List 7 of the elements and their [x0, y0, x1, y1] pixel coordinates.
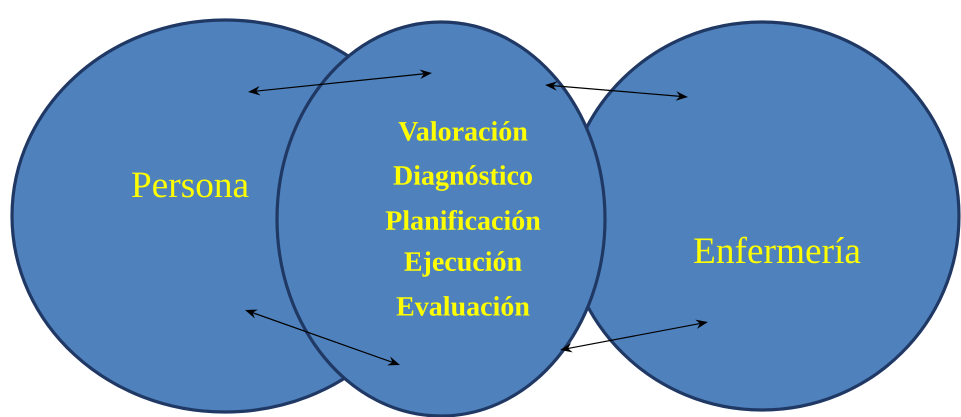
- step-label: Diagnóstico: [394, 165, 532, 191]
- step-label: Valoración: [398, 121, 528, 141]
- step-label: Evaluación: [396, 296, 530, 316]
- circle-label: Persona: [132, 172, 249, 198]
- step-label: Planificación: [386, 210, 540, 230]
- step-label: Ejecución: [404, 251, 522, 277]
- circle-label: Enfermería: [694, 236, 860, 264]
